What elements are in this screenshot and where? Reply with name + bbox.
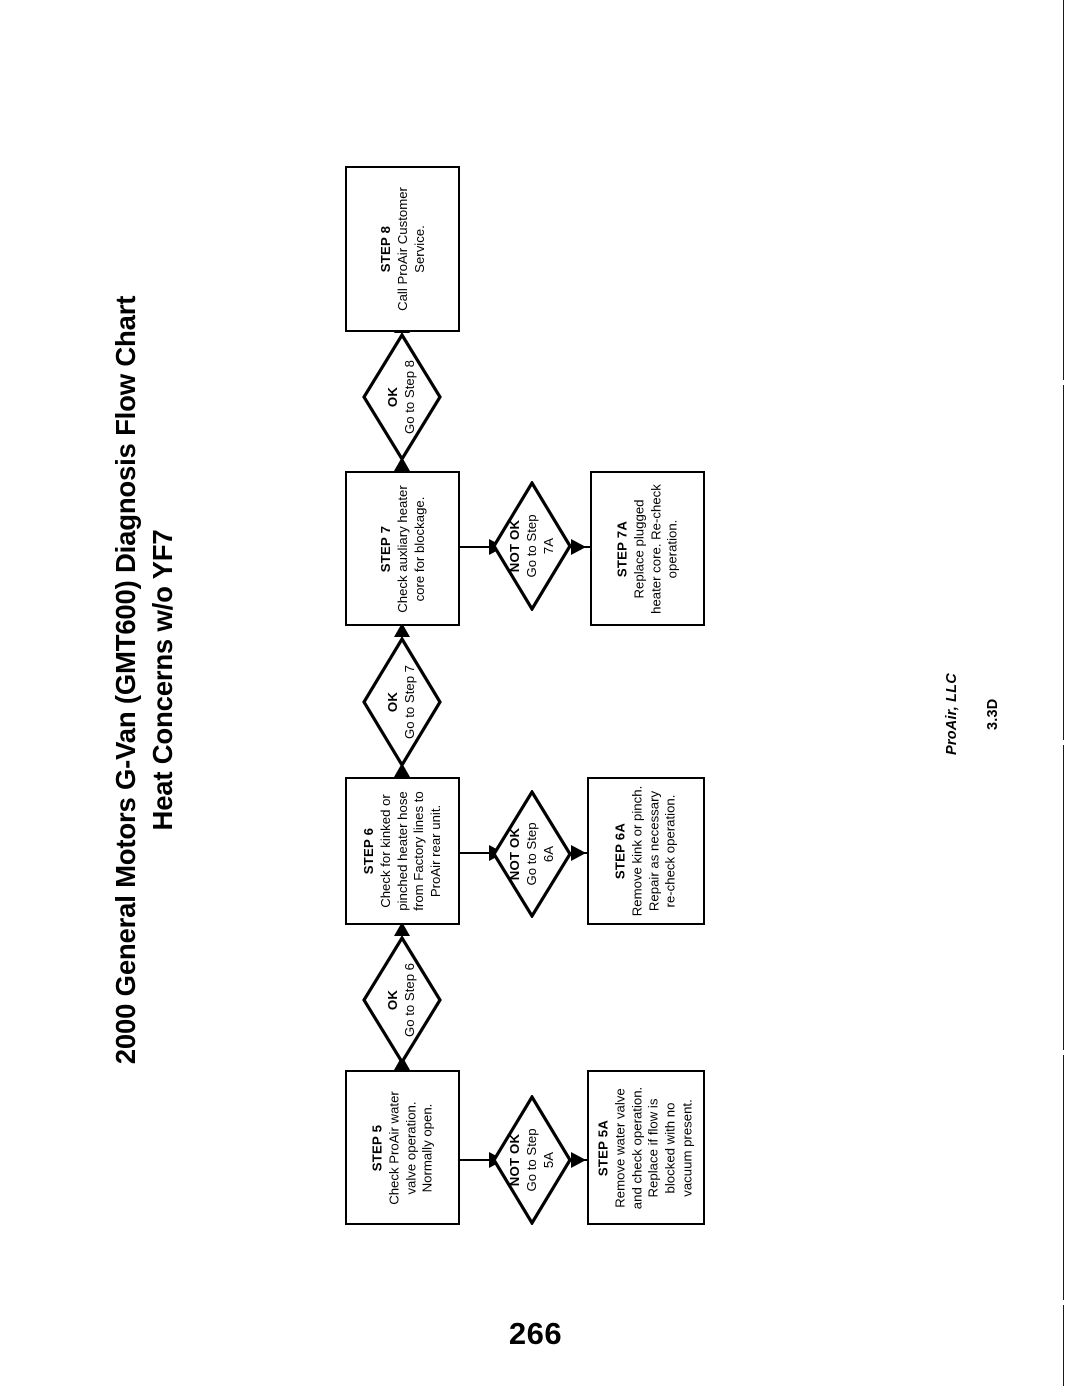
document-code: 3.3D <box>985 698 1001 730</box>
step7-label: STEP 7 <box>377 525 393 572</box>
step6a-label: STEP 6A <box>612 822 628 880</box>
flow-node-step6-not-ok: NOT OK Go to Step 6A <box>492 790 572 918</box>
flow-node-step5a: STEP 5A Remove water valve and check ope… <box>587 1070 705 1225</box>
step5-ok-label: OK <box>385 989 401 1011</box>
diamond-shape <box>362 333 442 461</box>
step7-ok-label: OK <box>385 386 401 408</box>
flow-node-step7a: STEP 7A Replace plugged heater core. Re-… <box>590 471 705 626</box>
step7a-body-line: operation. <box>664 519 680 578</box>
step5-body-line: Normally open. <box>419 1103 435 1192</box>
step6-notok-label: NOT OK <box>506 827 522 881</box>
page-edge-gap <box>1063 740 1065 745</box>
step6a-body-line: Repair as necessary <box>646 790 661 912</box>
step5-body-line: Check ProAir water <box>385 1090 401 1205</box>
diamond-shape <box>362 637 442 767</box>
step5-label: STEP 5 <box>368 1124 384 1171</box>
connector-step5-to-notok <box>460 1159 494 1161</box>
diamond-shape <box>362 936 442 1064</box>
flow-node-step6a: STEP 6A Remove kink or pinch. Repair as … <box>587 777 705 925</box>
step7a-label: STEP 7A <box>613 520 629 577</box>
step7-body-line: Check auxliary heater <box>394 484 410 613</box>
step5a-body-line: Remove water valve <box>612 1087 628 1208</box>
connector-step6-to-notok <box>460 852 494 854</box>
step7-body-line: core for blockage. <box>410 496 426 601</box>
arrowhead-right <box>571 539 586 555</box>
page-edge-gap <box>1063 1300 1065 1305</box>
step5-body-line: valve operation. <box>402 1100 418 1195</box>
step5-notok-target: 5A <box>540 1151 556 1169</box>
flow-node-step6: STEP 6 Check for kinked or pinched heate… <box>345 777 460 925</box>
connector-step7-to-notok <box>460 546 494 548</box>
page-edge-artifact <box>1063 0 1064 1386</box>
arrowhead-up <box>394 623 410 637</box>
step5a-body-line: and check operation. <box>629 1086 645 1209</box>
arrowhead-up <box>394 763 410 777</box>
diamond-shape <box>492 1095 572 1225</box>
arrowhead-right <box>571 845 586 861</box>
flow-node-step8: STEP 8 Call ProAir Customer Service. <box>345 166 460 332</box>
arrowhead-up <box>394 922 410 936</box>
flow-node-step7-ok: OK Go to Step 8 <box>362 333 442 461</box>
step8-body-line: Service. <box>410 225 426 273</box>
step6-body-line: ProAir rear unit. <box>427 804 443 898</box>
step7-notok-target: Go to Step <box>523 514 539 578</box>
step5a-label: STEP 5A <box>595 1119 611 1176</box>
flow-node-step7: STEP 7 Check auxliary heater core for bl… <box>345 471 460 626</box>
flow-node-step6-ok: OK Go to Step 7 <box>362 637 442 767</box>
step6-body-line: from Factory lines to <box>410 791 426 911</box>
page-edge-gap <box>1063 1050 1065 1055</box>
step6-notok-target: 6A <box>540 845 556 863</box>
step5a-body-line: vacuum present. <box>679 1098 695 1197</box>
step5a-body-line: Replace if flow is <box>646 1098 661 1197</box>
page-number: 266 <box>508 1316 563 1351</box>
arrowhead-right <box>571 1152 586 1168</box>
flow-node-step5-ok: OK Go to Step 6 <box>362 936 442 1064</box>
step6-body-line: pinched heater hose <box>394 791 410 911</box>
step7-notok-target: 7A <box>540 537 556 555</box>
flow-node-step5: STEP 5 Check ProAir water valve operatio… <box>345 1070 460 1225</box>
step7-ok-target: Go to Step 8 <box>402 359 417 435</box>
step6a-body-line: re-check operation. <box>662 794 678 908</box>
step6a-body-line: Remove kink or pinch. <box>629 785 645 917</box>
step8-label: STEP 8 <box>377 225 393 273</box>
step6-notok-target: Go to Step <box>523 822 539 886</box>
page-edge-gap <box>1063 380 1065 385</box>
brand-label: ProAir, LLC <box>944 673 960 755</box>
step7a-body-line: heater core. Re-check <box>647 483 663 614</box>
step6-ok-label: OK <box>385 691 401 713</box>
diamond-shape <box>492 481 572 611</box>
step6-label: STEP 6 <box>360 827 376 875</box>
step5-ok-target: Go to Step 6 <box>402 962 417 1038</box>
step5a-body-line: blocked with no <box>662 1102 678 1193</box>
diamond-shape <box>492 790 572 918</box>
step6-body-line: Check for kinked or <box>377 794 393 908</box>
step6-ok-target: Go to Step 7 <box>402 664 417 740</box>
step7a-body-line: Replace plugged <box>630 499 646 598</box>
flow-node-step7-not-ok: NOT OK Go to Step 7A <box>492 481 572 611</box>
arrowhead-up <box>394 457 410 471</box>
step5-notok-target: Go to Step <box>523 1128 539 1192</box>
flow-node-step5-not-ok: NOT OK Go to Step 5A <box>492 1095 572 1225</box>
step5-notok-label: NOT OK <box>506 1133 522 1187</box>
step8-body-line: Call ProAir Customer <box>394 187 410 311</box>
step7-notok-label: NOT OK <box>506 519 522 573</box>
